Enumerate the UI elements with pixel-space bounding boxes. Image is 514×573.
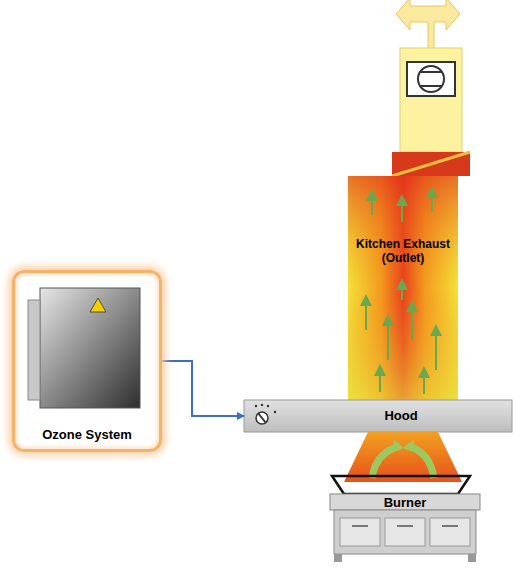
airflow-arrow bbox=[423, 372, 425, 394]
hood-bar: Hood bbox=[290, 400, 512, 432]
airflow-arrow bbox=[387, 320, 389, 360]
feed-line bbox=[162, 361, 244, 416]
airflow-arrow bbox=[401, 284, 403, 300]
airflow-arrow bbox=[401, 200, 403, 222]
airflow-arrow bbox=[365, 300, 367, 330]
node-label: Kitchen Exhaust (Outlet) bbox=[342, 238, 464, 266]
node-label: Burner bbox=[384, 496, 427, 511]
duct-node: Kitchen Exhaust (Outlet) bbox=[342, 230, 464, 274]
node-label: Ozone System bbox=[42, 428, 132, 443]
airflow-arrow bbox=[435, 330, 437, 370]
airflow-arrow bbox=[379, 370, 381, 392]
airflow-arrow bbox=[411, 306, 413, 340]
device-box: Ozone System bbox=[12, 270, 162, 452]
burner-node: Burner bbox=[330, 494, 480, 512]
airflow-arrow bbox=[431, 192, 433, 212]
airflow-arrow bbox=[371, 195, 373, 215]
node-label: Hood bbox=[384, 409, 417, 424]
